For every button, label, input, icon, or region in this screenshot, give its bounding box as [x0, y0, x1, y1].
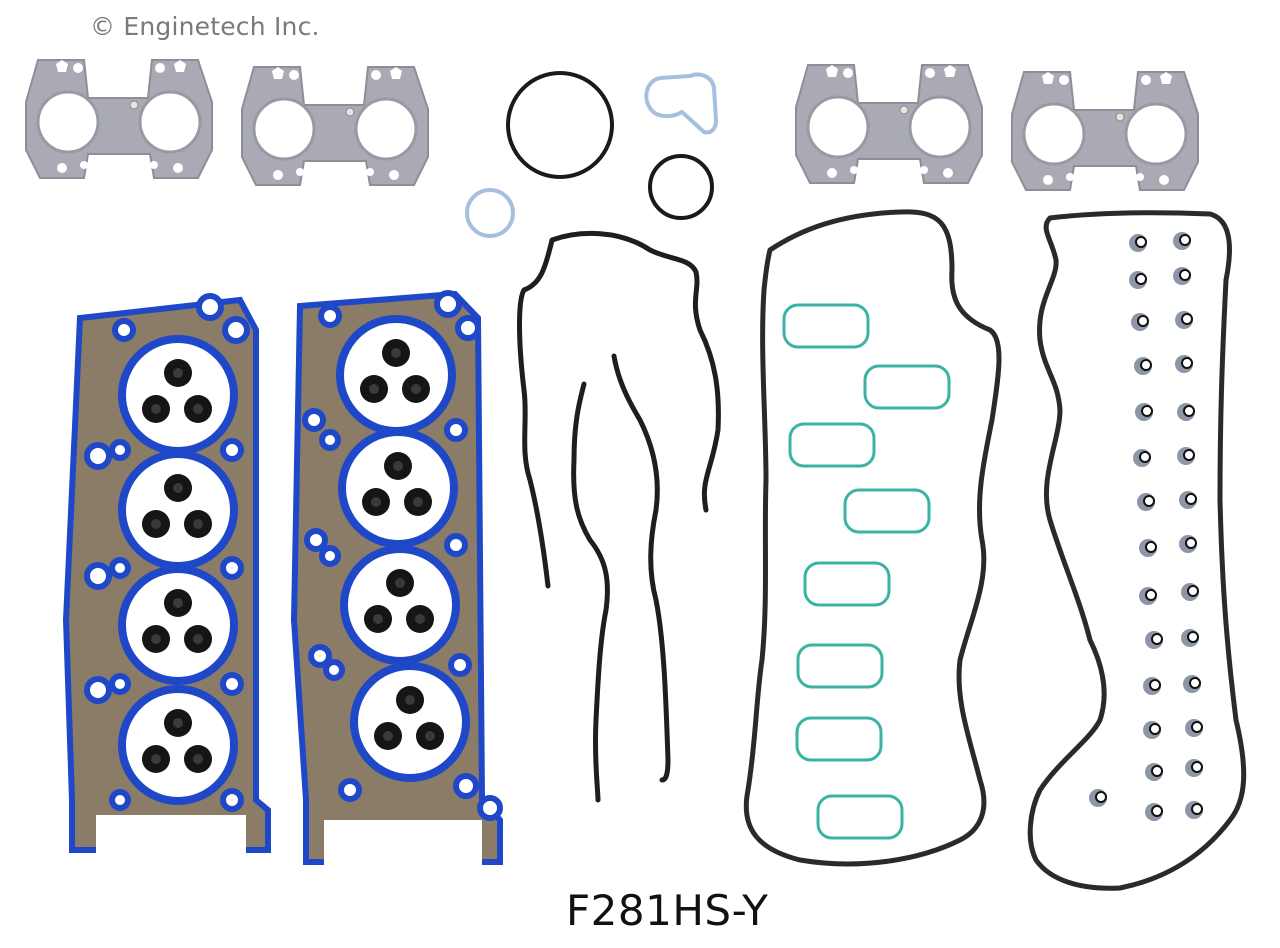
exhaust-gasket-2 — [240, 65, 430, 187]
blue-filter-gasket — [644, 72, 719, 135]
small-black-o-ring — [648, 154, 714, 220]
copyright-text: © Enginetech Inc. — [90, 12, 320, 41]
large-black-o-ring — [506, 71, 614, 179]
exhaust-gasket-3 — [794, 63, 984, 185]
valve-cover-gasket-left — [743, 209, 1002, 867]
timing-cover-gaskets — [517, 231, 721, 803]
valve-cover-gasket-right — [1027, 210, 1247, 891]
exhaust-gasket-1 — [24, 58, 214, 180]
blue-o-ring — [465, 188, 515, 238]
part-number-caption: F281HS-Y — [566, 886, 769, 935]
head-gasket-left — [62, 293, 271, 855]
exhaust-gasket-4 — [1010, 70, 1200, 192]
head-gasket-right — [290, 290, 503, 865]
